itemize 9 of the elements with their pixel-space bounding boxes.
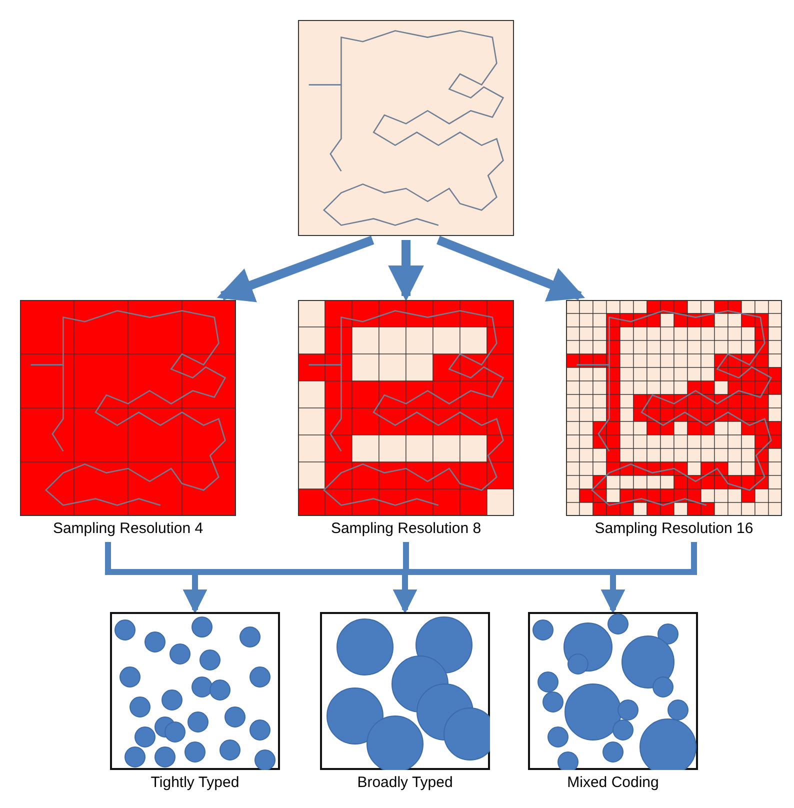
arrow <box>436 236 586 302</box>
node-label: Broadly Typed <box>357 774 453 791</box>
node-label: Mixed Coding <box>567 774 659 791</box>
node-label: Sampling Resolution 8 <box>330 520 482 537</box>
node-label: Sampling Resolution 4 <box>52 520 204 537</box>
arrow <box>216 236 374 302</box>
node-label: Sampling Resolution 16 <box>594 520 754 537</box>
arrow <box>388 240 424 302</box>
node-label: Tightly Typed <box>150 774 240 791</box>
